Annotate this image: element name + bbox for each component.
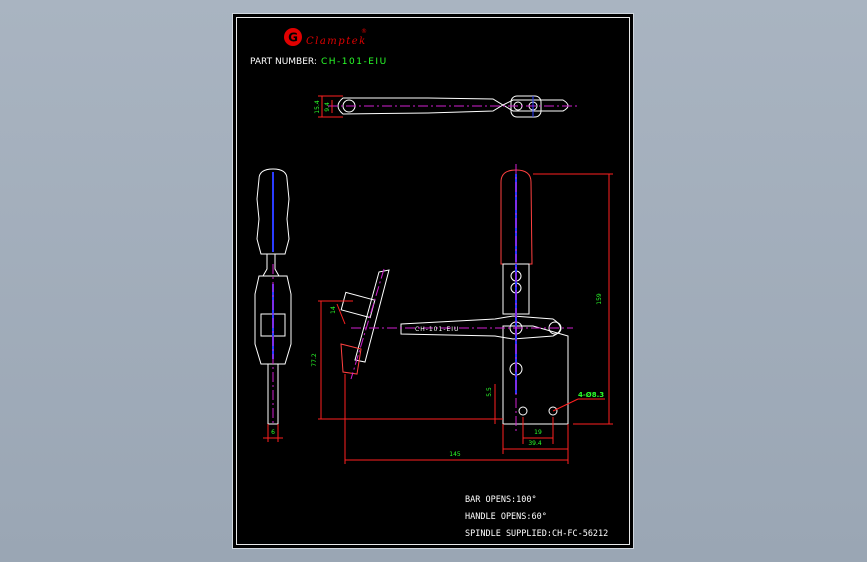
dim-bolt-height: 77.2 — [311, 353, 318, 367]
side-view-base — [267, 364, 279, 425]
front-view — [340, 164, 573, 434]
dim-top-inner: 9.4 — [324, 102, 331, 112]
logo-registered-mark: ® — [361, 28, 367, 35]
logo-letter: G — [288, 31, 298, 45]
front-dimensions — [318, 173, 613, 464]
logo-word: Clamptek — [306, 36, 367, 47]
dim-overall-length: 145 — [449, 451, 461, 458]
front-base-plate — [502, 325, 569, 425]
part-number-value: CH-101-EIU — [321, 57, 388, 67]
dim-base-offset: 5.5 — [486, 387, 493, 397]
front-vertical-arm — [502, 263, 530, 315]
dim-hole-leader — [552, 398, 579, 412]
technical-drawing: G Clamptek ® PART NUMBER: CH-101-EIU 15.… — [250, 28, 613, 539]
side-view-neck — [262, 254, 280, 277]
dim-angle-small: 14 — [330, 306, 337, 314]
front-spindle-tip — [340, 343, 362, 375]
front-spindle-nut — [340, 291, 376, 319]
dim-side-width: 6 — [271, 429, 275, 436]
front-handle-grip-outline — [500, 169, 533, 265]
drawing-border — [236, 17, 630, 545]
side-view-body — [254, 275, 292, 365]
front-spindle — [354, 269, 390, 363]
dim-height-total: 159 — [596, 293, 603, 305]
front-clamp-bar — [400, 315, 561, 340]
note-spindle-supplied: SPINDLE SUPPLIED:CH-FC-56212 — [465, 529, 608, 539]
dim-top-width: 15.4 — [314, 100, 321, 114]
front-mount-hole-2 — [548, 406, 558, 416]
dim-14-line — [336, 303, 346, 325]
front-mount-hole-1 — [518, 406, 528, 416]
note-handle-opens: HANDLE OPENS:60° — [465, 512, 547, 522]
top-view — [318, 95, 578, 118]
front-spindle-centerline — [350, 268, 385, 380]
drawing-sheet: G Clamptek ® PART NUMBER: CH-101-EIU 15.… — [232, 13, 634, 549]
side-view-handle-grip — [256, 168, 290, 255]
dim-hole-spacing: 19 — [534, 429, 542, 436]
note-bar-opens: BAR OPENS:100° — [465, 495, 537, 505]
dim-base-width: 39.4 — [528, 440, 542, 447]
brand-logo: G Clamptek ® — [284, 28, 367, 47]
side-view — [254, 168, 292, 442]
dim-hole-spec: 4-Ø8.3 — [578, 391, 604, 399]
part-number-label: PART NUMBER: — [250, 57, 317, 67]
front-body-label: CH-101-EIU — [415, 326, 459, 333]
logo-circle-icon — [284, 28, 302, 46]
